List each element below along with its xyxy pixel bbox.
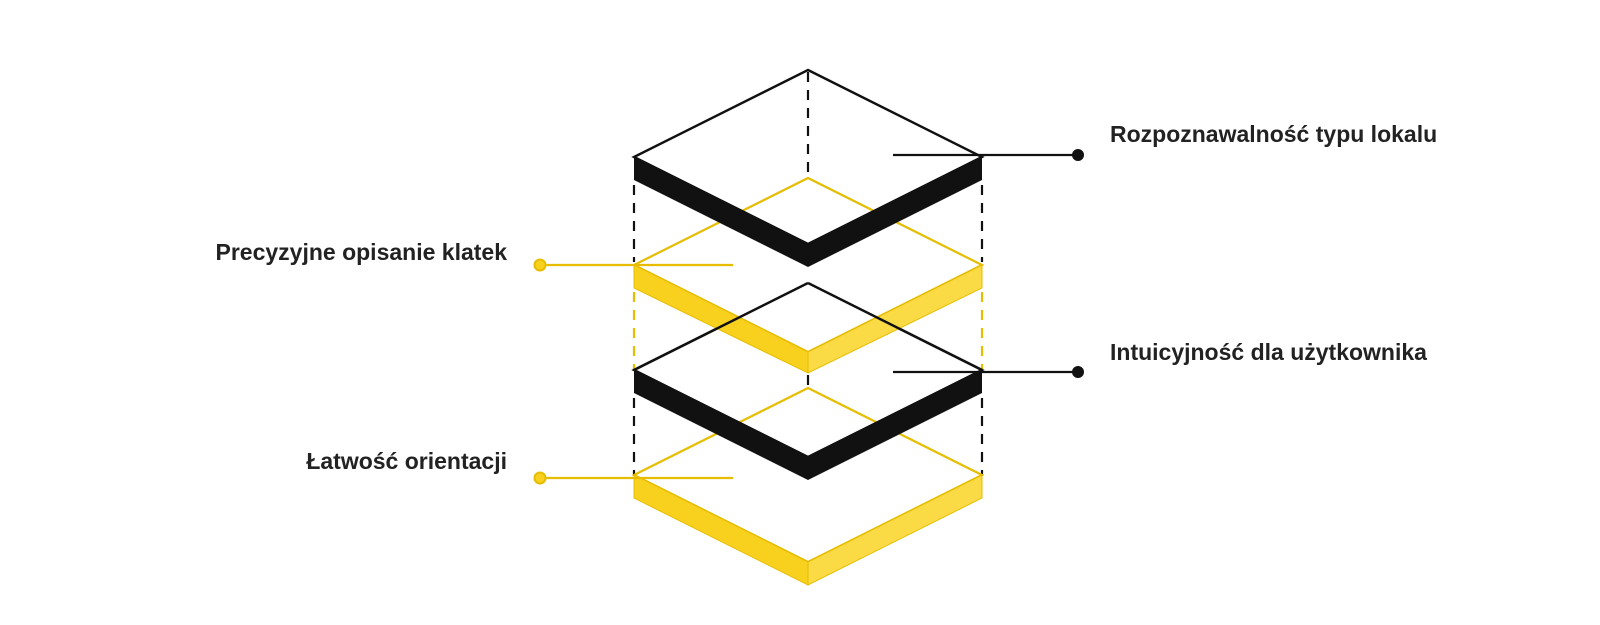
label-mid-left: Precyzyjne opisanie klatek xyxy=(215,239,508,265)
connector-dot-yellow-2 xyxy=(533,471,547,485)
label-mid-right: Intuicyjność dla użytkownika xyxy=(1110,339,1427,365)
layer-mid-black-top-edges xyxy=(633,281,983,372)
connector-dot-black-2 xyxy=(1072,366,1084,378)
connector-mid-right xyxy=(893,366,1084,378)
label-bottom-left: Łatwość orientacji xyxy=(306,448,507,474)
connector-top-right xyxy=(893,149,1084,161)
connector-bottom-left xyxy=(533,471,733,485)
layer-top-black xyxy=(631,68,985,267)
label-top-right: Rozpoznawalność typu lokalu xyxy=(1110,121,1438,147)
connector-dot-black xyxy=(1072,149,1084,161)
connector-mid-left xyxy=(533,258,733,272)
connector-dot-yellow xyxy=(533,258,547,272)
